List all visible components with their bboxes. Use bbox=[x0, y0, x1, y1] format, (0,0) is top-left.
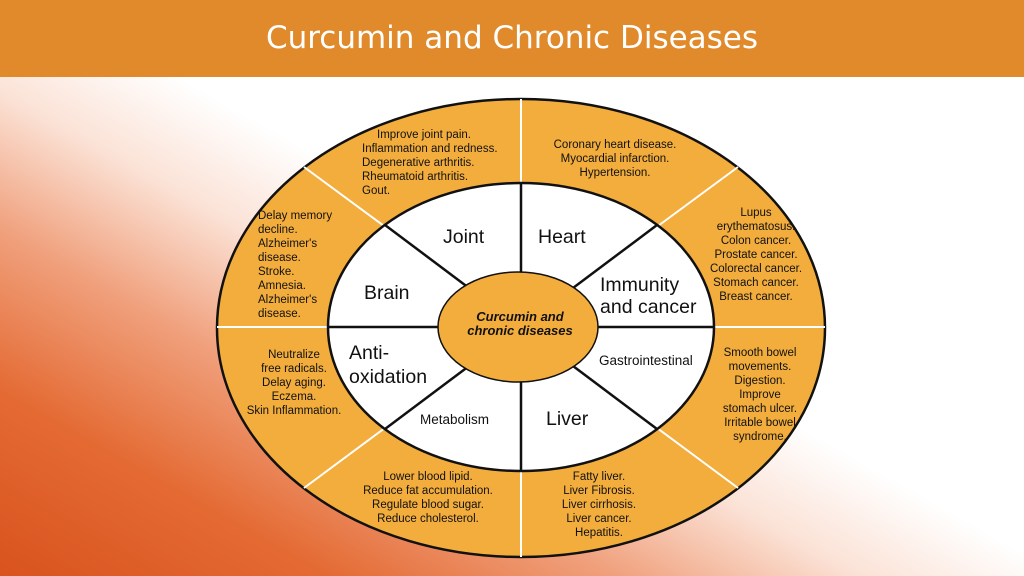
effect-item: disease. bbox=[258, 252, 301, 264]
effects-gastrointestinal: Smooth bowel movements. Digestion. Impro… bbox=[708, 346, 812, 444]
segment-label-metabolism: Metabolism bbox=[420, 412, 490, 427]
effect-item: Stroke. bbox=[258, 266, 295, 278]
effect-item: Breast cancer. bbox=[719, 291, 793, 303]
effect-item: Skin Inflammation. bbox=[246, 405, 342, 417]
effect-item: Improve joint pain. bbox=[377, 129, 471, 141]
segment-label-antioxidation-line2: oxidation bbox=[349, 366, 428, 388]
title-banner: Curcumin and Chronic Diseases bbox=[0, 0, 1024, 77]
effect-item: Myocardial infarction. bbox=[560, 153, 670, 165]
effect-item: disease. bbox=[258, 308, 301, 320]
effect-item: Liver Fibrosis. bbox=[563, 485, 635, 497]
segment-label-joint: Joint bbox=[443, 226, 485, 248]
effect-item: Reduce cholesterol. bbox=[377, 513, 479, 525]
effect-item: Liver cancer. bbox=[566, 513, 632, 525]
effect-item: free radicals. bbox=[261, 363, 327, 375]
effect-item: erythematosus. bbox=[716, 221, 796, 233]
segment-label-antioxidation-line1: Anti- bbox=[349, 342, 390, 364]
effect-item: Smooth bowel bbox=[723, 347, 797, 359]
effect-item: syndrome. bbox=[733, 431, 787, 443]
effect-item: Delay memory bbox=[258, 210, 333, 222]
effect-item: Reduce fat accumulation. bbox=[363, 485, 493, 497]
center-label: Curcumin and chronic diseases bbox=[448, 310, 592, 338]
effect-item: Inflammation and redness. bbox=[362, 143, 498, 155]
effects-immunity: Lupus erythematosus. Colon cancer. Prost… bbox=[700, 206, 812, 304]
effects-brain: Delay memory decline. Alzheimer's diseas… bbox=[258, 209, 332, 321]
segment-label-heart: Heart bbox=[538, 226, 586, 248]
effect-item: Digestion. bbox=[734, 375, 786, 387]
segment-label-liver: Liver bbox=[546, 408, 589, 430]
effect-item: Rheumatoid arthritis. bbox=[362, 171, 469, 183]
center-hub bbox=[437, 271, 599, 383]
effect-item: stomach ulcer. bbox=[722, 403, 798, 415]
effect-item: Regulate blood sugar. bbox=[372, 499, 484, 511]
page-title: Curcumin and Chronic Diseases bbox=[265, 20, 759, 56]
effect-item: Eczema. bbox=[271, 391, 317, 403]
effect-item: Irritable bowel bbox=[724, 417, 796, 429]
effect-item: Delay aging. bbox=[262, 377, 326, 389]
effect-item: Lower blood lipid. bbox=[383, 471, 473, 483]
effect-item: Hypertension. bbox=[579, 167, 651, 179]
segment-label-immunity-line2: and cancer bbox=[600, 296, 697, 318]
effects-antioxidation: Neutralize free radicals. Delay aging. E… bbox=[238, 348, 350, 418]
effect-item: Colon cancer. bbox=[720, 235, 792, 247]
effect-item: Gout. bbox=[362, 185, 391, 197]
effect-item: Lupus bbox=[740, 207, 772, 219]
effects-liver: Fatty liver. Liver Fibrosis. Liver cirrh… bbox=[544, 470, 654, 540]
segment-label-immunity: Immunity and cancer bbox=[600, 274, 696, 318]
segment-label-gastrointestinal: Gastrointestinal bbox=[599, 353, 693, 368]
effect-item: Amnesia. bbox=[258, 280, 306, 292]
center-label-line1: Curcumin and bbox=[476, 309, 564, 324]
effects-metabolism: Lower blood lipid. Reduce fat accumulati… bbox=[348, 470, 508, 526]
effect-item: Prostate cancer. bbox=[714, 249, 798, 261]
segment-label-brain: Brain bbox=[364, 282, 410, 304]
effect-item: Degenerative arthritis. bbox=[362, 157, 475, 169]
effect-item: Colorectal cancer. bbox=[709, 263, 803, 275]
effect-item: decline. bbox=[258, 224, 298, 236]
effect-item: Alzheimer's bbox=[258, 294, 318, 306]
segment-label-immunity-line1: Immunity bbox=[600, 274, 680, 296]
effect-item: Neutralize bbox=[268, 349, 320, 361]
center-label-line2: chronic diseases bbox=[467, 323, 573, 338]
effect-item: Hepatitis. bbox=[575, 527, 623, 539]
effect-item: movements. bbox=[728, 361, 792, 373]
segment-label-antioxidation: Anti- oxidation bbox=[349, 341, 427, 389]
effect-item: Coronary heart disease. bbox=[553, 139, 677, 151]
effects-heart: Coronary heart disease. Myocardial infar… bbox=[540, 138, 690, 180]
effect-item: Fatty liver. bbox=[572, 471, 626, 483]
effect-item: Stomach cancer. bbox=[713, 277, 799, 289]
effects-joint: Improve joint pain. Inflammation and red… bbox=[362, 128, 498, 198]
effect-item: Alzheimer's bbox=[258, 238, 318, 250]
effect-item: Liver cirrhosis. bbox=[561, 499, 637, 511]
effect-item: Improve bbox=[739, 389, 781, 401]
